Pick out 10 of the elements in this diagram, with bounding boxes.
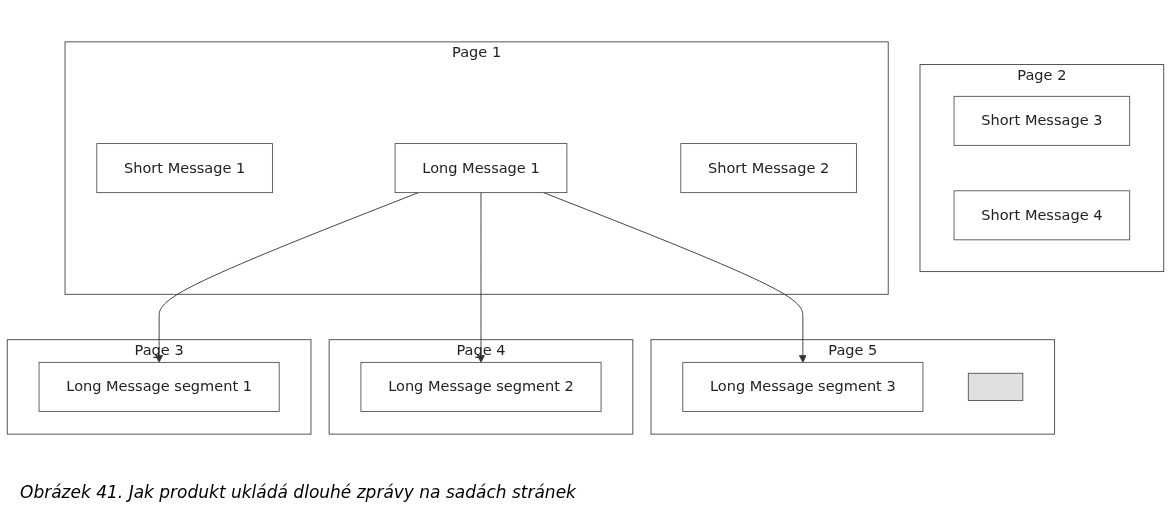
node-box: Long Message segment 1 [38, 361, 280, 412]
node-box: Long Message segment 3 [682, 361, 924, 412]
node-box: Long Message segment 2 [360, 361, 602, 412]
node-box: Short Message 3 [953, 95, 1131, 146]
caption: Obrázek 41. Jak produkt ukládá dlouhé zprávy na sadách stránek [20, 482, 576, 502]
node-box: Short Message 1 [96, 143, 273, 194]
node-box: Long Message 1 [394, 143, 568, 194]
node-box: Short Message 2 [680, 143, 857, 194]
node-box [967, 372, 1024, 401]
node-box: Short Message 4 [953, 190, 1131, 241]
